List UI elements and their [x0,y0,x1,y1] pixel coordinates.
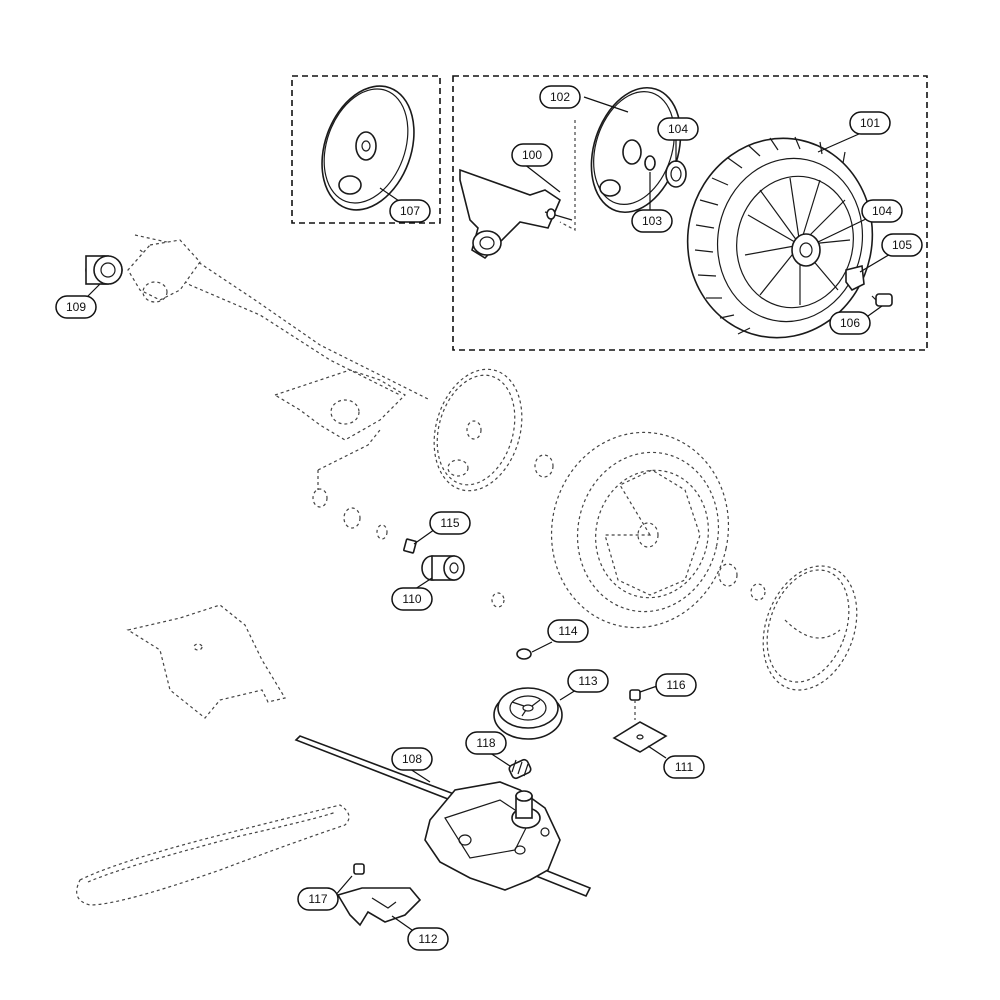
axle-bracket-part [459,168,573,260]
screw-part [871,293,893,307]
spring-part [508,758,532,780]
callout-117-text: 117 [308,892,327,906]
screw-116-part [629,689,641,701]
callout-114-text: 114 [558,624,577,638]
screw-117-part [353,863,365,875]
callout-109: 109 [55,295,97,319]
pinion-part [421,555,465,581]
callout-labels: 100 101 102 103 104 104 105 106 [55,85,923,951]
clip-ghost [491,592,505,608]
callout-112-text: 112 [418,932,437,946]
bracket-plate-part [612,721,668,753]
callout-111: 111 [663,755,705,779]
drive-pinion-part [85,255,123,285]
callout-104a-text: 104 [668,122,688,136]
callout-110-text: 110 [402,592,421,606]
callout-101-text: 101 [860,116,880,130]
rear-wheel-part [686,136,874,339]
gearbox-part [424,781,561,891]
callout-118-text: 118 [476,736,495,750]
shield-plate-ghost [126,604,286,719]
rear-wheel-ghost [550,431,730,629]
washer-ghost-1 [312,488,328,508]
callout-110: 110 [391,587,433,611]
callout-105-text: 105 [892,238,912,252]
callout-118: 118 [465,731,507,755]
clip-part [845,265,865,292]
callout-103: 103 [631,209,673,233]
callout-105: 105 [881,233,923,257]
callout-108-text: 108 [402,752,422,766]
callout-107-text: 107 [400,204,420,218]
axle-frame-ghost [127,234,431,490]
callout-102-text: 102 [550,90,570,104]
callout-115: 115 [429,511,471,535]
clip-ghost-2 [750,583,766,601]
bearing-ghost-3 [718,563,738,587]
callout-100-text: 100 [522,148,542,162]
callout-106: 106 [829,311,871,335]
callout-101: 101 [849,111,891,135]
drive-belt-ghost [76,804,350,906]
pulley-part [493,687,563,740]
cover-plate-ghost [433,368,523,492]
cover-plate-part [590,86,682,214]
washer-part [644,155,656,171]
callout-116-text: 116 [666,678,685,692]
guide-plate-part [336,887,422,927]
callout-104b: 104 [861,199,903,223]
callout-106-text: 106 [840,316,860,330]
callout-100: 100 [511,143,553,167]
hubcap-group-box [291,75,441,224]
callout-109-text: 109 [66,300,86,314]
hubcap-part [321,85,415,211]
callout-113-text: 113 [578,674,597,688]
callout-115-text: 115 [440,516,459,530]
bearing-part [665,160,687,188]
wheel-kit-group-box [452,75,928,351]
callout-114: 114 [547,619,589,643]
washer-ghost-2 [376,524,388,540]
callout-107: 107 [389,199,431,223]
callout-102: 102 [539,85,581,109]
callout-116: 116 [655,673,697,697]
callout-103-text: 103 [642,214,662,228]
bearing-ghost-2 [343,507,361,529]
callout-113: 113 [567,669,609,693]
callout-117: 117 [297,887,339,911]
callout-108: 108 [391,747,433,771]
callout-104a: 104 [657,117,699,141]
bearing-ghost [534,454,554,478]
retaining-ring-part [516,648,532,660]
callout-112: 112 [407,927,449,951]
callout-111-text: 111 [675,760,694,774]
key-part [403,538,417,554]
callout-104b-text: 104 [872,204,892,218]
hubcap-ghost [762,565,858,691]
